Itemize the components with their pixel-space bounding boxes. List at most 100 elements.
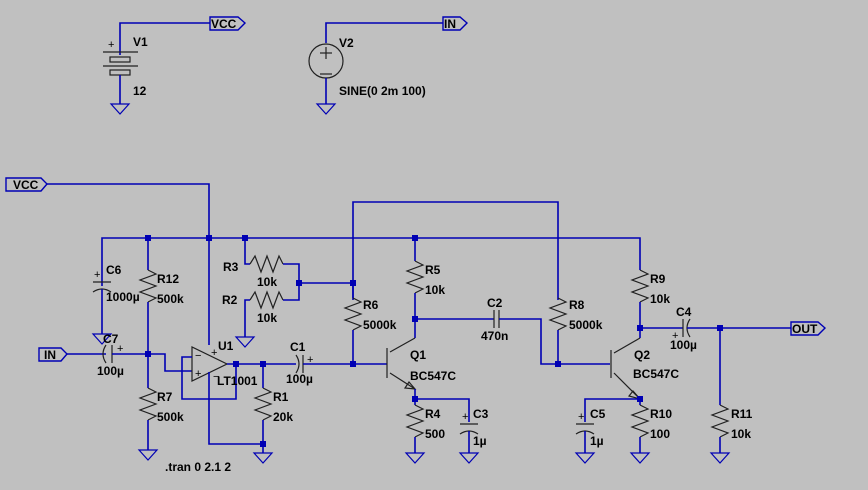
v1-battery[interactable]: + V1 12	[103, 22, 210, 115]
emitter-arrow-icon	[403, 381, 417, 390]
net-flag-label: VCC	[13, 178, 39, 192]
r5-resistor[interactable]: R5 10k	[405, 238, 445, 338]
wire	[47, 183, 210, 345]
c6-capacitor[interactable]: + C6 1000µ	[91, 263, 140, 345]
r2-label: R2	[222, 293, 238, 307]
emitter-arrow-icon	[627, 390, 642, 401]
v1-label: V1	[133, 35, 148, 49]
junction-dot	[412, 316, 418, 322]
net-flag-vcc-top[interactable]: VCC	[209, 16, 247, 31]
r8-resistor[interactable]: R8 5000k	[548, 297, 603, 364]
net-flag-shape	[442, 16, 469, 31]
resistor-zigzag	[249, 254, 284, 274]
junction-dot	[242, 235, 248, 241]
r9-label: R9	[650, 272, 666, 286]
spice-directive[interactable]: .tran 0 2.1 2	[165, 460, 231, 474]
resistor-zigzag	[343, 297, 363, 331]
plus-sign: +	[462, 411, 468, 423]
ground-icon	[458, 452, 480, 464]
r4-resistor[interactable]: R4 500	[404, 399, 445, 464]
plus-sign: +	[108, 39, 114, 51]
r8-label: R8	[569, 298, 585, 312]
ground-icon	[709, 452, 731, 464]
r11-value: 10k	[731, 427, 751, 441]
minus-sign: −	[213, 371, 219, 383]
c5-label: C5	[590, 407, 606, 421]
supply-wires	[47, 183, 641, 345]
r9-resistor[interactable]: R9 10k	[630, 269, 670, 338]
r12-value: 500k	[157, 292, 184, 306]
c6-value: 1000µ	[106, 290, 140, 304]
junction-dot	[145, 351, 151, 357]
u1-value: LT1001	[217, 374, 258, 388]
c5-capacitor[interactable]: + C5 1µ	[574, 398, 640, 464]
v2-sine-source[interactable]: V2 SINE(0 2m 100)	[308, 22, 443, 115]
net-flag-out[interactable]: OUT	[790, 321, 827, 336]
c7-label: C7	[103, 332, 119, 346]
r6-resistor[interactable]: R6 5000k	[343, 283, 397, 364]
c7-capacitor[interactable]: + C7 100µ	[67, 332, 148, 378]
net-flag-in-top[interactable]: IN	[442, 16, 469, 31]
c1-value: 100µ	[286, 372, 313, 386]
r7-label: R7	[157, 390, 173, 404]
r5-label: R5	[425, 263, 441, 277]
plus-sign: +	[117, 343, 123, 355]
r2-resistor[interactable]: R2 10k	[222, 282, 353, 348]
c1-capacitor[interactable]: + C1 100µ	[286, 340, 387, 386]
net-flag-label: IN	[44, 348, 56, 362]
resistor-zigzag	[548, 297, 568, 331]
plus-sign: +	[211, 347, 217, 359]
r11-label: R11	[731, 407, 753, 421]
wire	[499, 318, 610, 365]
ground-icon	[404, 452, 426, 464]
resistor-zigzag	[710, 404, 730, 438]
plus-sign: +	[672, 330, 678, 342]
wire	[181, 356, 237, 400]
ground-icon	[137, 449, 159, 461]
r10-resistor[interactable]: R10 100	[629, 399, 672, 464]
plus-sign: +	[578, 411, 584, 423]
r4-value: 500	[425, 427, 445, 441]
wire	[119, 22, 210, 55]
c2-capacitor[interactable]: C2 470n	[415, 296, 610, 365]
ground-icon	[109, 103, 131, 115]
resistor-zigzag	[249, 290, 284, 310]
r7-resistor[interactable]: R7 500k	[137, 354, 184, 461]
net-flag-in-left[interactable]: IN	[38, 347, 68, 362]
r12-resistor[interactable]: R12 500k	[138, 238, 184, 354]
r6-label: R6	[363, 298, 379, 312]
r3-resistor[interactable]: R3 10k	[223, 238, 300, 289]
cap-plate-curved	[102, 344, 107, 364]
net-flag-shape	[5, 177, 48, 192]
r1-value: 20k	[273, 410, 293, 424]
plus-sign: +	[307, 354, 313, 366]
junctions	[145, 235, 723, 447]
q1-transistor[interactable]: Q1 BC547C	[386, 337, 456, 399]
c4-capacitor[interactable]: + C4 100µ	[640, 305, 791, 352]
resistor-zigzag	[405, 404, 425, 438]
ground-icon	[629, 452, 651, 464]
resistor-zigzag	[138, 269, 158, 303]
r3-value: 10k	[257, 275, 277, 289]
cap-plate-curved	[295, 354, 300, 374]
net-flag-shape	[209, 16, 247, 31]
junction-dot	[412, 396, 418, 402]
r6-value: 5000k	[363, 318, 397, 332]
q2-transistor[interactable]: Q2 BC547C	[610, 337, 679, 401]
collector-lead	[389, 337, 416, 353]
c4-value: 100µ	[670, 338, 697, 352]
wire	[415, 398, 470, 422]
battery-plate	[109, 69, 131, 76]
r11-resistor[interactable]: R11 10k	[709, 328, 753, 464]
q1-label: Q1	[410, 348, 426, 362]
c1-label: C1	[290, 340, 306, 354]
ground-icon	[234, 336, 256, 348]
net-flag-vcc-left[interactable]: VCC	[5, 177, 48, 192]
r1-resistor[interactable]: R1 20k	[252, 364, 293, 464]
r2-value: 10k	[257, 311, 277, 325]
junction-dot	[637, 396, 643, 402]
wire	[283, 263, 300, 283]
c3-capacitor[interactable]: + C3 1µ	[415, 398, 489, 464]
plus-sign: +	[94, 269, 100, 281]
